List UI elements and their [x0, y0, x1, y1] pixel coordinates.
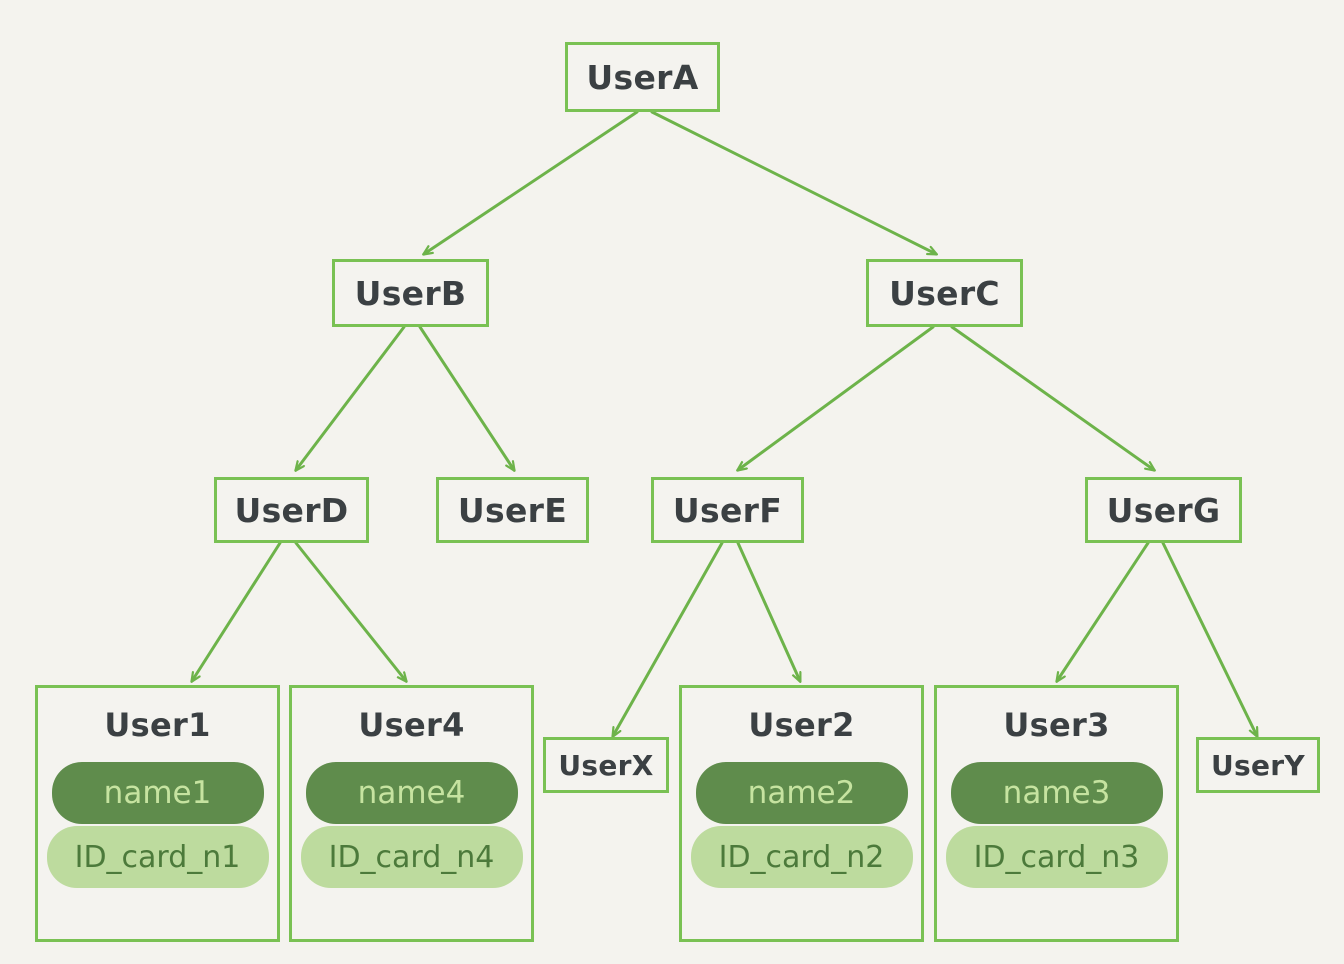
edge-userC-userF: [738, 325, 935, 470]
node-userX[interactable]: UserX: [543, 737, 669, 793]
edge-userF-user2: [736, 541, 800, 681]
name-pill[interactable]: name1: [51, 762, 264, 824]
node-userX-label: UserX: [558, 748, 654, 782]
edge-userB-userE: [418, 325, 514, 470]
id-card-pill[interactable]: ID_card_n1: [46, 826, 269, 888]
node-userY[interactable]: UserY: [1196, 737, 1320, 793]
record-title: User4: [358, 706, 465, 744]
node-userY-label: UserY: [1211, 748, 1305, 782]
node-userG[interactable]: UserG: [1085, 477, 1242, 543]
node-userD[interactable]: UserD: [214, 477, 369, 543]
record-card-user4[interactable]: User4 name4 ID_card_n4: [289, 685, 534, 942]
node-userC[interactable]: UserC: [866, 259, 1023, 327]
name-pill[interactable]: name4: [305, 762, 518, 824]
edge-userB-userD: [296, 325, 406, 470]
node-userE[interactable]: UserE: [436, 477, 589, 543]
record-title: User3: [1003, 706, 1110, 744]
edge-userA-userC: [650, 110, 936, 254]
name-pill[interactable]: name3: [950, 762, 1163, 824]
record-card-user3[interactable]: User3 name3 ID_card_n3: [934, 685, 1179, 942]
node-userE-label: UserE: [457, 490, 568, 530]
edge-userA-userB: [424, 110, 639, 254]
edge-userD-user4: [294, 541, 406, 681]
node-userA[interactable]: UserA: [565, 42, 720, 112]
id-card-pill[interactable]: ID_card_n4: [300, 826, 523, 888]
record-title: User1: [104, 706, 211, 744]
edge-userC-userG: [950, 325, 1154, 470]
node-userA-label: UserA: [586, 57, 699, 97]
id-card-pill[interactable]: ID_card_n2: [690, 826, 913, 888]
node-userC-label: UserC: [889, 273, 1000, 313]
node-userF-label: UserF: [672, 490, 783, 530]
edge-userG-user3: [1057, 541, 1150, 681]
node-userD-label: UserD: [234, 490, 349, 530]
edge-userD-user1: [192, 541, 282, 681]
name-pill[interactable]: name2: [695, 762, 908, 824]
id-card-pill[interactable]: ID_card_n3: [945, 826, 1168, 888]
record-card-user1[interactable]: User1 name1 ID_card_n1: [35, 685, 280, 942]
node-userF[interactable]: UserF: [651, 477, 804, 543]
node-userB[interactable]: UserB: [332, 259, 489, 327]
node-userG-label: UserG: [1106, 490, 1221, 530]
node-userB-label: UserB: [354, 273, 467, 313]
record-card-user2[interactable]: User2 name2 ID_card_n2: [679, 685, 924, 942]
record-title: User2: [748, 706, 855, 744]
